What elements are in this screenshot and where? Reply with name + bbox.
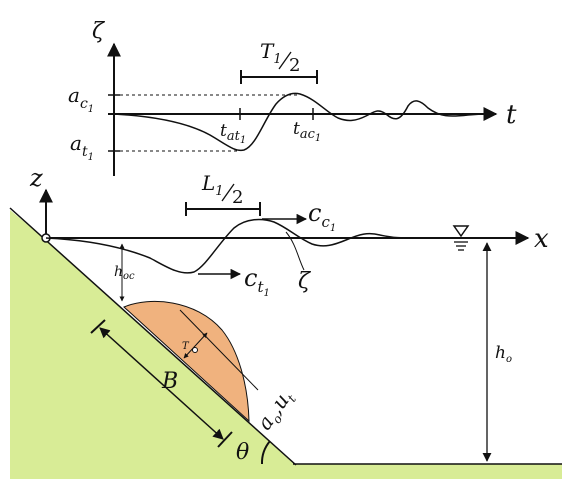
submergence-label: hoc [114,264,135,282]
x-axis-label: x [534,224,549,254]
still-water-level-icon [452,225,470,251]
half-period-label: T1 [260,39,282,67]
half-wavelength-fraction-slash [221,183,235,202]
surface-leader-line [285,231,305,271]
trough-amplitude-label: at1 [70,131,94,163]
half-period-fraction-slash [278,51,292,70]
spatial-profile-panel: T B θ ao,ut z x hoc ho [9,164,562,479]
slide-length-label: B [161,369,178,394]
crest-celerity-label: cc1 [308,199,336,234]
crest-amplitude-label: ac1 [68,83,94,115]
time-series-waveform [113,92,483,152]
trough-celerity-label: ct1 [244,264,270,299]
slide-length-cap-bottom [217,431,233,448]
half-wavelength-denominator: 2 [232,187,243,208]
time-series-panel: ζ t ac1 at1 T1 2 tat1 tac1 [68,19,517,176]
slope-ground [10,210,562,479]
crest-time-label: tac1 [293,119,321,144]
free-surface-profile [45,218,415,274]
z-axis-label: z [29,164,43,192]
slide-length-arrow [99,327,224,440]
zeta-axis-label: ζ [92,19,106,44]
trough-time-label: tat1 [220,121,246,146]
slide-length-cap-top [90,319,106,334]
water-depth-label: ho [495,343,512,365]
slope-angle-label: θ [236,440,249,465]
half-wavelength-label: L1 [201,171,224,199]
half-period-denominator: 2 [289,55,300,76]
slope-angle-arc [260,440,271,465]
surface-elevation-label: ζ [298,269,312,294]
time-axis-label: t [506,100,517,130]
slide-velocity-label: ao,ut [252,385,299,436]
